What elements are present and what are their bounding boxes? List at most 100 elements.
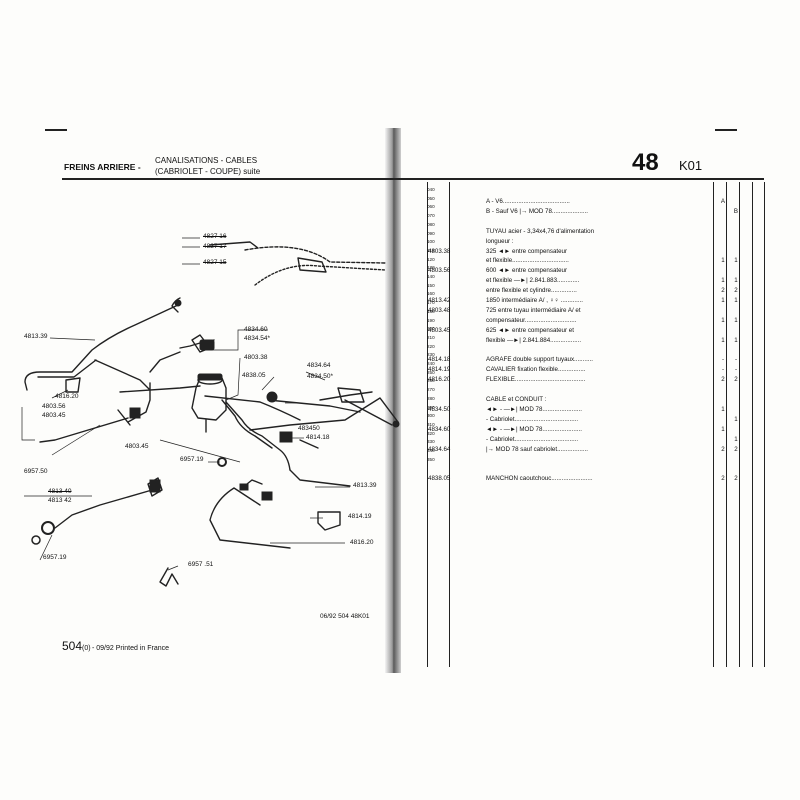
part-description: CAVALIER fixation flexible..............… bbox=[486, 366, 586, 374]
line-number: 350 bbox=[427, 456, 435, 462]
table-row bbox=[428, 217, 768, 226]
table-row: 4834.64 |→ MOD 78 sauf cabriolet.........… bbox=[428, 445, 768, 454]
callout-4816-20: 4816.20 bbox=[55, 393, 79, 400]
table-column-divider bbox=[752, 182, 753, 667]
part-description: 600 ◄► entre compensateur bbox=[486, 267, 568, 275]
part-reference: 4803.48 bbox=[428, 306, 451, 314]
group-code: K01 bbox=[679, 158, 703, 173]
callout-6957-19-mid: 6957.19 bbox=[180, 456, 204, 463]
part-description: 325 ◄► entre compensateur bbox=[486, 247, 568, 255]
table-column-divider bbox=[713, 182, 714, 667]
header-rule bbox=[62, 178, 764, 180]
callout-483450: 483450 bbox=[298, 425, 320, 432]
part-description: MANCHON caoutchouc......................… bbox=[486, 475, 593, 483]
table-row: B - Sauf V6 |→ MOD 78...................… bbox=[428, 207, 768, 216]
line-number: 280 bbox=[427, 395, 435, 401]
line-number: 290 bbox=[427, 404, 435, 410]
callout-4838-05: 4838.05 bbox=[242, 372, 266, 379]
line-number: 340 bbox=[427, 448, 435, 453]
table-row: 4834.60◄► - —►| MOD 78..................… bbox=[428, 425, 768, 434]
section-subtitle-variant: (CABRIOLET - COUPE) suite bbox=[155, 167, 261, 176]
part-reference: 4838.05 bbox=[428, 475, 451, 483]
line-number: 240 bbox=[427, 361, 435, 366]
quantity-variant-a: 2 bbox=[721, 287, 725, 295]
line-number: 210 bbox=[427, 334, 435, 340]
part-description: CABLE et CONDUIT : bbox=[486, 396, 547, 403]
callout-6957-50: 6957.50 bbox=[24, 468, 48, 475]
callout-4813-39-right: 4813.39 bbox=[353, 482, 377, 489]
table-row: A - V6..................................… bbox=[428, 197, 768, 206]
table-row: 4803.48 725 entre tuyau intermédiaire A/ … bbox=[428, 306, 768, 315]
table-row: TUYAU acier - 3,34x4,76 d'alimentation bbox=[428, 227, 768, 236]
quantity-variant-b: 1 bbox=[734, 435, 738, 443]
table-row: flexible —►| 2.841.884..................… bbox=[428, 336, 768, 345]
line-number: 040 bbox=[427, 187, 435, 192]
callout-4814-18: 4814.18 bbox=[306, 434, 330, 441]
callout-4813-39: 4813.39 bbox=[24, 333, 48, 340]
quantity-variant-a: 1 bbox=[721, 316, 725, 324]
callout-4834-64: 4834.64 bbox=[307, 362, 331, 369]
quantity-variant-a: 1 bbox=[721, 277, 725, 285]
footer-print-info: - 09/92 Printed in France bbox=[92, 645, 170, 652]
line-number: 300 bbox=[427, 413, 435, 419]
line-number: 270 bbox=[427, 387, 435, 393]
part-reference: 4803.56 bbox=[428, 267, 451, 275]
line-number: 080 bbox=[427, 221, 435, 227]
quantity-variant-a: 1 bbox=[721, 405, 725, 413]
table-column-divider bbox=[449, 182, 450, 667]
quantity-variant-b: 1 bbox=[734, 297, 738, 304]
part-description: ◄► - —►| MOD 78....................... bbox=[486, 425, 582, 433]
part-reference: 4834.64 bbox=[428, 445, 451, 453]
part-description: |→ MOD 78 sauf cabriolet................… bbox=[486, 445, 589, 453]
line-number: 250 bbox=[427, 369, 435, 375]
part-description: - Cabriolet.............................… bbox=[486, 435, 579, 443]
part-reference: 4814.19 bbox=[428, 366, 451, 374]
quantity-variant-a: - bbox=[721, 356, 725, 364]
section-subtitle: CANALISATIONS - CABLES bbox=[155, 156, 258, 165]
callout-4814-19: 4814.19 bbox=[348, 513, 372, 520]
line-number: 230 bbox=[427, 352, 435, 358]
part-description: AGRAFE double support tuyaux........... bbox=[486, 356, 593, 364]
part-description: ◄► - —►| MOD 78....................... bbox=[486, 405, 582, 413]
quantity-variant-b: 1 bbox=[734, 336, 738, 344]
line-number: 310 bbox=[427, 421, 435, 427]
part-description: 725 entre tuyau intermédiaire A/ et bbox=[486, 306, 581, 314]
line-number: 220 bbox=[427, 343, 435, 349]
quantity-variant-b: - bbox=[734, 356, 738, 364]
quantity-variant-b: - bbox=[734, 366, 738, 374]
part-description: 1850 intermédiaire A/ , ♀♀ ............. bbox=[486, 297, 583, 304]
part-description: longueur : bbox=[486, 237, 514, 245]
part-reference: 4834.50 bbox=[428, 405, 451, 413]
callout-4803-45-mid: 4803.45 bbox=[125, 443, 149, 450]
part-description: compensateur............................… bbox=[486, 316, 577, 324]
line-number: 090 bbox=[427, 230, 435, 236]
quantity-variant-b: 2 bbox=[734, 445, 738, 453]
quantity-variant-b: 2 bbox=[734, 376, 738, 384]
part-reference: 4816.20 bbox=[428, 376, 451, 384]
footer-page-number: 504(0) bbox=[62, 639, 91, 653]
table-column-divider bbox=[726, 182, 727, 667]
quantity-variant-b: 1 bbox=[734, 415, 738, 423]
parts-table bbox=[427, 182, 765, 667]
callout-4834-50: 4834.50* bbox=[307, 373, 334, 380]
scan-mark bbox=[715, 129, 737, 131]
table-row: 4814.19 CAVALIER fixation flexible.......… bbox=[428, 365, 768, 374]
callout-4813-42: 4813 42 bbox=[48, 497, 72, 504]
part-description: A - V6..................................… bbox=[486, 198, 570, 205]
table-row: 4834.50 ◄► - —►| MOD 78..................… bbox=[428, 405, 768, 414]
line-number: 200 bbox=[427, 326, 435, 332]
callout-482715: 4827 15 bbox=[203, 259, 227, 266]
part-description: TUYAU acier - 3,34x4,76 d'alimentation bbox=[486, 227, 595, 235]
table-row: compensateur............................… bbox=[428, 316, 768, 325]
line-number: 100 bbox=[427, 239, 435, 245]
part-description: B - Sauf V6 |→ MOD 78...................… bbox=[486, 207, 589, 215]
line-number: 150 bbox=[427, 282, 435, 288]
table-border-left bbox=[427, 182, 428, 667]
line-number: 140 bbox=[427, 274, 435, 279]
part-description: et flexible.............................… bbox=[486, 257, 569, 265]
quantity-variant-a: 2 bbox=[721, 445, 725, 453]
quantity-variant-b: 2 bbox=[734, 287, 738, 295]
